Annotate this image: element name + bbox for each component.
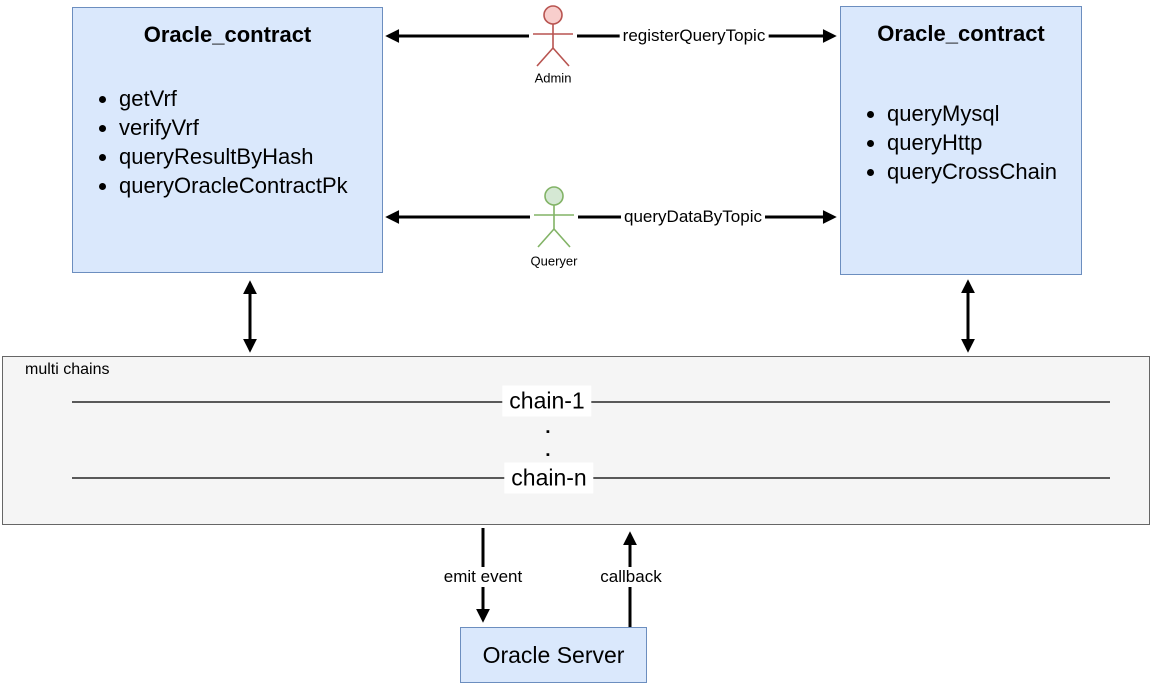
query-data-by-topic-label: queryDataByTopic (621, 207, 765, 227)
oracle-server-label: Oracle Server (482, 642, 625, 668)
chain-n-label: chain-n (504, 462, 594, 494)
chain-1-label: chain-1 (502, 385, 592, 417)
left-contract-method: getVrf (119, 84, 382, 113)
multi-chains-label: multi chains (25, 361, 110, 378)
left-contract-method: verifyVrf (119, 113, 382, 142)
left-contract-method: queryResultByHash (119, 142, 382, 171)
admin-label: Admin (534, 70, 572, 86)
right-contract-method: queryMysql (887, 99, 1081, 128)
left-contract-title: Oracle_contract (143, 22, 312, 47)
callback-label: callback (597, 567, 665, 587)
queryer-actor-icon (530, 185, 578, 249)
multi-chains-box (2, 356, 1150, 525)
left-contract-box: Oracle_contract getVrf verifyVrf queryRe… (72, 7, 383, 273)
oracle-server-box: Oracle Server (460, 627, 647, 683)
left-contract-method-list: getVrf verifyVrf queryResultByHash query… (73, 84, 382, 200)
chains-ellipsis: ▪ ▪ (546, 421, 550, 467)
left-contract-method: queryOracleContractPk (119, 171, 382, 200)
ellipsis-dot: ▪ (546, 449, 550, 461)
ellipsis-dot: ▪ (546, 426, 550, 438)
right-contract-title: Oracle_contract (877, 21, 1045, 46)
register-query-topic-label: registerQueryTopic (619, 26, 769, 46)
queryer-label: Queryer (530, 253, 578, 269)
right-contract-method: queryHttp (887, 128, 1081, 157)
admin-actor-icon (529, 4, 577, 68)
emit-event-label: emit event (440, 567, 526, 587)
right-contract-method: queryCrossChain (887, 157, 1081, 186)
right-contract-box: Oracle_contract queryMysql queryHttp que… (840, 6, 1082, 275)
right-contract-method-list: queryMysql queryHttp queryCrossChain (841, 99, 1081, 186)
